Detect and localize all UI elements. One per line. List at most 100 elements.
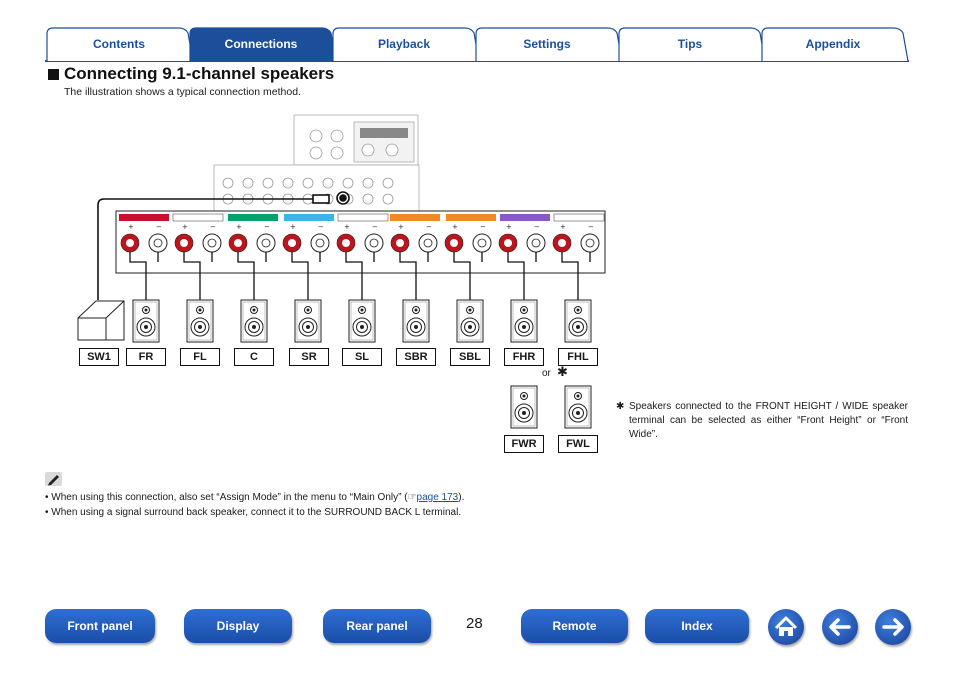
- speaker-label-sl: SL: [342, 348, 382, 366]
- page-173-link[interactable]: page 173: [416, 492, 459, 503]
- speaker-wire: [507, 252, 525, 300]
- tab-settings[interactable]: Settings: [523, 37, 571, 51]
- plus-sign: +: [452, 223, 458, 231]
- speaker-icon: [348, 299, 376, 343]
- speaker-wire: [237, 252, 255, 300]
- speaker-icon: [456, 299, 484, 343]
- terminal-center: [450, 239, 458, 247]
- panel-jack: [362, 177, 374, 189]
- arrow-left-icon: [829, 618, 851, 636]
- plus-sign: +: [128, 223, 134, 231]
- plus-sign: +: [506, 223, 512, 231]
- terminal-center: [585, 238, 595, 248]
- speaker-wire: [399, 252, 417, 300]
- terminal-center: [423, 238, 433, 248]
- speaker-wire: [129, 252, 147, 300]
- note-1-suffix: ).: [458, 492, 465, 503]
- display-button[interactable]: Display: [184, 609, 292, 643]
- speaker-wire: [561, 252, 579, 300]
- terminal-center: [504, 239, 512, 247]
- panel-jack: [330, 146, 344, 160]
- or-label: or: [542, 368, 551, 379]
- speaker-label-fwl: FWL: [558, 435, 598, 453]
- terminal-center: [288, 239, 296, 247]
- tab-shape: [332, 27, 480, 62]
- terminal-color-tag: [228, 214, 278, 221]
- index-button[interactable]: Index: [645, 609, 749, 643]
- terminal-center: [369, 238, 379, 248]
- panel-jack: [361, 143, 375, 157]
- tab-tips[interactable]: Tips: [677, 37, 703, 51]
- speaker-icon: [240, 299, 268, 343]
- speaker-label-fhl: FHL: [558, 348, 598, 366]
- terminal-color-tag: [390, 214, 440, 221]
- terminal-center: [234, 239, 242, 247]
- speaker-boxes: [132, 299, 592, 429]
- page-title-text: Connecting 9.1-channel speakers: [64, 64, 335, 83]
- speaker-label-fhr: FHR: [504, 348, 544, 366]
- speaker-icon: [402, 299, 430, 343]
- tab-connections[interactable]: Connections: [224, 37, 298, 51]
- speaker-label-c: C: [234, 348, 274, 366]
- speaker-label-fl: FL: [180, 348, 220, 366]
- front-panel-button[interactable]: Front panel: [45, 609, 155, 643]
- speaker-icon: [186, 299, 214, 343]
- footnote-asterisk: ✱: [616, 401, 625, 412]
- speaker-label-sw1: SW1: [79, 348, 119, 366]
- tab-playback[interactable]: Playback: [377, 37, 431, 51]
- speaker-label-sbl: SBL: [450, 348, 490, 366]
- plus-sign: +: [560, 223, 566, 231]
- terminal-center: [342, 239, 350, 247]
- terminal-color-tag: [500, 214, 550, 221]
- terminal-center: [180, 239, 188, 247]
- subwoofer-icon: [77, 300, 125, 341]
- intro-text: The illustration shows a typical connect…: [64, 86, 301, 98]
- receiver-rear-panel-upper: [213, 114, 420, 214]
- terminal-color-tag: [553, 213, 605, 222]
- plus-sign: +: [182, 223, 188, 231]
- panel-jack: [262, 177, 274, 189]
- tab-appendix[interactable]: Appendix: [805, 37, 861, 51]
- tab-shape: [761, 27, 909, 62]
- plus-sign: +: [344, 223, 350, 231]
- terminal-center: [531, 238, 541, 248]
- back-button[interactable]: [822, 609, 858, 645]
- tab-shape: [189, 27, 337, 62]
- panel-jack: [222, 177, 234, 189]
- arrow-right-icon: [882, 618, 904, 636]
- pencil-note-icon: [45, 472, 62, 486]
- tab-contents[interactable]: Contents: [93, 37, 145, 51]
- speaker-icon: [564, 385, 592, 429]
- terminal-center: [396, 239, 404, 247]
- subwoofer-cable: [97, 191, 350, 300]
- terminal-center: [315, 238, 325, 248]
- remote-button[interactable]: Remote: [521, 609, 628, 643]
- speaker-label-fr: FR: [126, 348, 166, 366]
- speaker-terminal-strip: +−+−+−+−+−+−+−+−+−: [115, 210, 606, 274]
- speaker-wire: [345, 252, 363, 300]
- forward-button[interactable]: [875, 609, 911, 645]
- minus-sign: −: [372, 223, 378, 231]
- panel-jack: [309, 129, 323, 143]
- tab-shape: [475, 27, 623, 62]
- minus-sign: −: [318, 223, 324, 231]
- minus-sign: −: [426, 223, 432, 231]
- terminal-color-tag: [337, 213, 389, 222]
- speaker-icon: [294, 299, 322, 343]
- speaker-icon: [510, 299, 538, 343]
- speaker-wire: [291, 252, 309, 300]
- panel-jack: [309, 146, 323, 160]
- home-button[interactable]: [768, 609, 804, 645]
- speaker-icon: [132, 299, 160, 343]
- panel-jack: [382, 193, 394, 205]
- minus-sign: −: [588, 223, 594, 231]
- panel-jack: [282, 177, 294, 189]
- bullet-square-icon: [48, 68, 59, 80]
- rear-panel-button[interactable]: Rear panel: [323, 609, 431, 643]
- panel-jack: [330, 129, 344, 143]
- minus-sign: −: [264, 223, 270, 231]
- page-number: 28: [466, 615, 483, 632]
- minus-sign: −: [480, 223, 486, 231]
- terminal-center: [261, 238, 271, 248]
- panel-jack: [242, 177, 254, 189]
